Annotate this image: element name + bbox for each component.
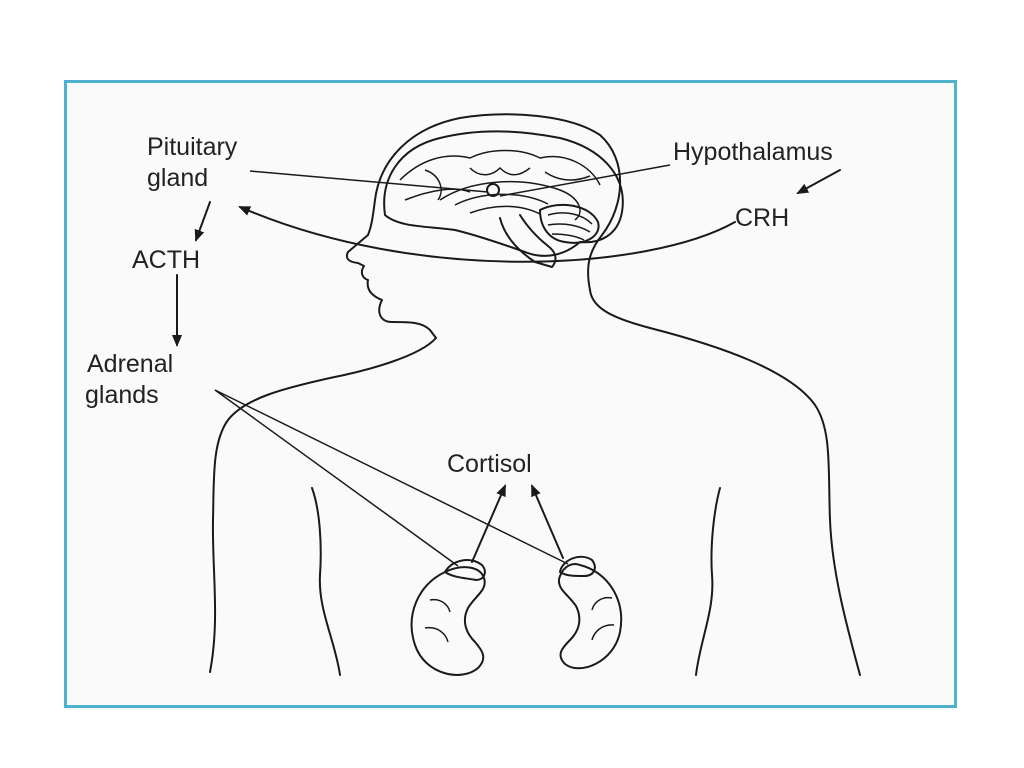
label-adrenal-line1: Adrenal <box>87 350 173 378</box>
label-pituitary-line1: Pituitary <box>147 133 238 161</box>
label-acth: ACTH <box>132 246 200 274</box>
adrenal-pointer-left <box>214 389 459 567</box>
label-adrenal-line2: glands <box>85 381 159 409</box>
crh-to-pituitary-arrow <box>238 206 736 263</box>
hypothalamus-pointer-line <box>499 164 671 197</box>
labels: Pituitary gland Hypothalamus CRH ACTH Ad… <box>85 133 833 478</box>
label-crh: CRH <box>735 204 789 232</box>
brain-illustration <box>383 130 624 268</box>
left-kidney-illustration <box>410 559 486 676</box>
cortisol-arrow-right <box>531 484 564 559</box>
right-kidney-illustration <box>557 555 623 670</box>
label-pituitary-line2: gland <box>147 164 208 192</box>
pituitary-pointer-line <box>249 170 489 193</box>
label-cortisol: Cortisol <box>447 450 532 478</box>
cortisol-arrow-left <box>471 484 506 563</box>
pituitary-to-acth-arrow <box>194 201 211 242</box>
adrenal-pointer-right <box>214 389 569 565</box>
body-outline <box>209 113 861 676</box>
connector-lines <box>172 164 841 567</box>
hypothalamus-to-crh-arrow <box>796 169 841 194</box>
label-hypothalamus: Hypothalamus <box>673 138 833 166</box>
